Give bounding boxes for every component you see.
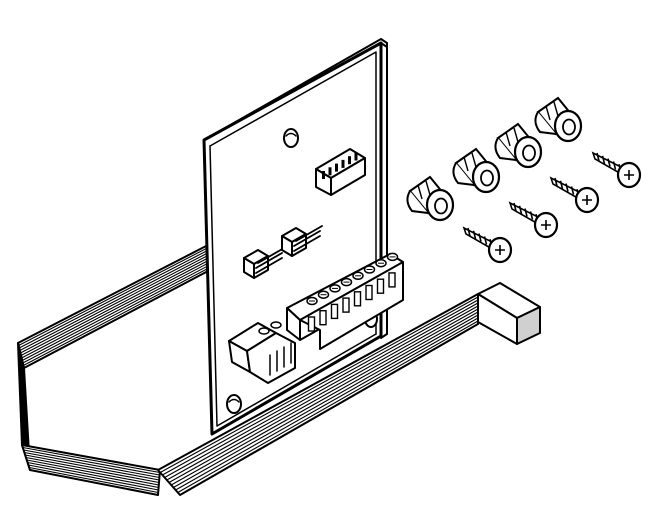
header-pin [328,167,332,176]
wall-plug-bore [434,197,448,215]
header-pin [348,156,351,165]
terminal-screw [317,290,330,326]
wall-plug [534,96,583,143]
header-pin [354,152,358,161]
mounting-hole-bottom [226,394,242,414]
ribbon-conductor-line [168,308,479,483]
wall-plug-bore [480,169,494,187]
ribbon-conductor-line [29,466,159,494]
ribbon-conductor-line [166,305,479,481]
wall-plug [406,175,455,222]
screw [462,226,513,264]
phillips-cross [541,220,551,230]
terminal-screw [352,271,364,307]
ribbon-conductor-line [22,446,160,474]
screws [462,151,642,264]
ribbon-connector [477,282,541,345]
mounting-hole-top [283,128,299,148]
ribbon-conductor-line [21,261,211,361]
header-pin [341,159,345,168]
header-pin [322,171,325,179]
ribbon-cable-back-stripes [18,246,211,366]
wall-plug [452,147,501,194]
phillips-cross [582,195,592,205]
terminal-wire-slot [330,303,339,320]
ribbon-conductor-line [162,299,479,476]
ribbon-conductor-line [177,320,479,493]
ribbon-conductor-line [20,256,211,356]
ribbon-conductor-line [28,464,159,491]
ribbon-conductor-line [18,246,211,346]
ribbon-conductor-line [19,251,211,351]
terminal-screw [329,284,341,320]
ribbon-conductor-line [22,264,211,364]
ribbon-conductor-line [25,456,160,484]
terminal-screw [306,296,318,332]
ribbon-cable [17,243,541,496]
ribbon-conductor-line [21,259,211,359]
screw-terminal-block-small [228,321,296,384]
ribbon-conductor-line [26,459,159,486]
ribbon-cable-right-stripes [159,296,479,493]
ribbon-conductor-line [27,461,159,489]
terminal-wire-slot [342,297,350,313]
wall-plugs [406,96,583,222]
wall-plug-bore [562,118,576,136]
screw [591,151,642,189]
screw-terminal-block-large [286,252,404,350]
phillips-cross [624,170,634,180]
terminal-screw [386,252,399,288]
ribbon-conductor-line [170,311,479,486]
ribbon-conductor-line [164,302,479,478]
ribbon-cable-back-run [17,243,211,369]
header-pin [335,163,338,172]
terminal-screw [363,265,376,301]
ribbon-conductor-line [175,317,479,491]
ribbon-conductor-line [173,314,479,488]
ribbon-conductor-line [23,449,160,476]
ribbon-conductor-line [25,454,160,481]
terminal-wire-slot [307,316,316,332]
terminal-wire-slot [376,278,385,294]
pin-header-connector [315,148,366,196]
terminal-wire-slot [319,310,327,326]
screw [508,201,559,239]
terminal-wire-slot [388,272,396,288]
jumper-header-1 [243,247,285,279]
ribbon-conductor-line [24,451,160,479]
terminal-screw [375,258,387,294]
ribbon-conductor-line [159,296,479,473]
ribbon-conductor-line [20,253,211,354]
ribbon-cable-front-stripes [22,446,160,494]
phillips-cross [495,245,505,255]
terminal-wire-slot [353,291,362,307]
ribbon-conductor-line [18,248,211,349]
jumper-header-2 [281,225,323,257]
screw [549,176,600,214]
wall-plug [494,122,543,169]
wall-plug-bore [522,144,536,162]
terminal-wire-slot [365,284,373,301]
ribbon-conductor-line [23,266,211,366]
circuit-board [202,38,404,436]
terminal-screw [340,277,353,313]
